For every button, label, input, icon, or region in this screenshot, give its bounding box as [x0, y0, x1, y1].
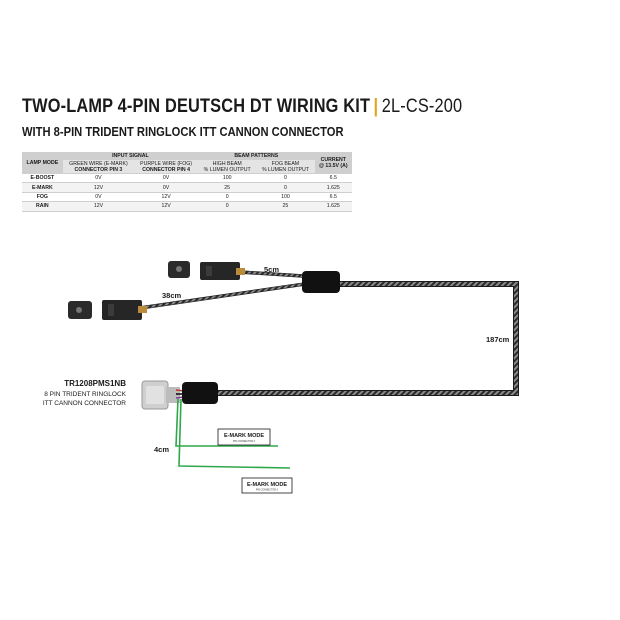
- group-beam-patterns: BEAM PATTERNS: [198, 152, 315, 160]
- cell-mode: E-BOOST: [22, 173, 63, 184]
- cell-current: 6.5: [314, 192, 352, 203]
- cell-purple: 12V: [134, 192, 199, 203]
- green-signal-wire-1: [175, 398, 278, 447]
- deutsch-connector-upper: [168, 261, 245, 280]
- connector-part-number: TR1208PMS1NB: [64, 379, 126, 388]
- cell-mode: E-MARK: [22, 182, 63, 193]
- green-signal-wire-2: [178, 398, 291, 469]
- table-group-header-row: LAMP MODE INPUT SIGNAL BEAM PATTERNS CUR…: [22, 152, 352, 174]
- label-4cm: 4cm: [154, 445, 169, 454]
- cell-purple: 0V: [134, 173, 199, 184]
- table-row: RAIN 12V 12V 0 25 1.625: [22, 201, 352, 212]
- cell-green: 0V: [62, 192, 135, 203]
- col-fog-beam: FOG BEAM % LUMEN OUTPUT: [256, 159, 315, 174]
- cell-high: 0: [198, 192, 257, 203]
- col-current-line2: @ 13.5V (A): [318, 162, 348, 169]
- label-5cm: 5cm: [264, 265, 279, 274]
- cannon-heatshrink: [182, 382, 218, 404]
- deutsch-connector-lower: [68, 300, 147, 320]
- emark-tag-1: E-MARK MODE PIN CONNECTOR 3: [217, 428, 271, 446]
- cell-high: 25: [198, 182, 257, 193]
- cell-fog: 0: [256, 173, 315, 184]
- emark-tag-1-sub: PIN CONNECTOR 3: [233, 440, 256, 443]
- cell-fog: 0: [256, 182, 315, 193]
- itt-cannon-connector: [141, 380, 180, 410]
- cell-green: 12V: [62, 182, 135, 193]
- cell-mode: FOG: [22, 192, 63, 203]
- col-green-wire: GREEN WIRE (E-MARK) CONNECTOR PIN 3: [62, 159, 135, 174]
- table-row: FOG 0V 12V 0 100 6.5: [22, 192, 352, 203]
- main-loom-braid: [215, 282, 518, 395]
- main-loom: [215, 281, 519, 396]
- col-green-line2: CONNECTOR PIN 3: [74, 166, 123, 173]
- table-row: E-MARK 12V 0V 25 0 1.625: [22, 182, 352, 193]
- lamp-mode-table: LAMP MODE INPUT SIGNAL BEAM PATTERNS CUR…: [22, 152, 352, 212]
- cell-current: 1.625: [314, 201, 352, 212]
- col-lamp-mode: LAMP MODE: [22, 152, 63, 174]
- cell-fog: 100: [256, 192, 315, 203]
- label-38cm: 38cm: [162, 291, 182, 300]
- col-fog-line1: FOG BEAM: [271, 160, 300, 167]
- table-sub-header-row: GREEN WIRE (E-MARK) CONNECTOR PIN 3 PURP…: [22, 159, 352, 174]
- col-green-line1: GREEN WIRE (E-MARK): [69, 160, 128, 167]
- cell-current: 6.5: [314, 173, 352, 184]
- col-purple-wire: PURPLE WIRE (FOG) CONNECTOR PIN 4: [134, 159, 199, 174]
- group-input-signal: INPUT SIGNAL: [62, 152, 199, 160]
- emark-tag-2-sub: PIN CONNECTOR 3: [256, 489, 279, 492]
- page-title: TWO-LAMP 4-PIN DEUTSCH DT WIRING KIT|2L-…: [22, 96, 462, 118]
- cell-green: 12V: [62, 201, 135, 212]
- title-main: TWO-LAMP 4-PIN DEUTSCH DT WIRING KIT: [22, 96, 371, 117]
- col-high-line1: HIGH BEAM: [212, 160, 242, 167]
- col-high-beam: HIGH BEAM % LUMEN OUTPUT: [198, 159, 257, 174]
- cell-purple: 12V: [134, 201, 199, 212]
- col-fog-line2: % LUMEN OUTPUT: [261, 166, 309, 173]
- cell-current: 1.625: [314, 182, 352, 193]
- page-subtitle: WITH 8-PIN TRIDENT RINGLOCK ITT CANNON C…: [22, 124, 344, 139]
- emark-tag-1-title: E-MARK MODE: [224, 433, 264, 439]
- cell-high: 100: [198, 173, 257, 184]
- cell-purple: 0V: [134, 182, 199, 193]
- long-branch-braid: [139, 282, 306, 310]
- cell-high: 0: [198, 201, 257, 212]
- col-current-line1: CURRENT: [320, 156, 346, 163]
- splitter-junction: [302, 271, 340, 293]
- cell-green: 0V: [62, 173, 135, 184]
- col-current: CURRENT @ 13.5V (A): [314, 152, 352, 174]
- emark-tag-2-title: E-MARK MODE: [247, 482, 287, 488]
- connector-desc-line1: 8 PIN TRIDENT RINGLOCK: [44, 391, 126, 398]
- short-branch-braid: [239, 270, 304, 278]
- label-187cm: 187cm: [486, 335, 510, 344]
- cell-mode: RAIN: [22, 201, 63, 212]
- col-high-line2: % LUMEN OUTPUT: [203, 166, 251, 173]
- col-purple-line1: PURPLE WIRE (FOG): [140, 160, 193, 167]
- emark-tag-2: E-MARK MODE PIN CONNECTOR 3: [241, 477, 293, 494]
- connector-desc-line2: ITT CANNON CONNECTOR: [43, 400, 126, 407]
- title-separator: |: [373, 96, 379, 117]
- table-row: E-BOOST 0V 0V 100 0 6.5: [22, 173, 352, 184]
- title-code: 2L-CS-200: [381, 96, 463, 117]
- col-purple-line2: CONNECTOR PIN 4: [142, 166, 190, 173]
- cell-fog: 25: [256, 201, 315, 212]
